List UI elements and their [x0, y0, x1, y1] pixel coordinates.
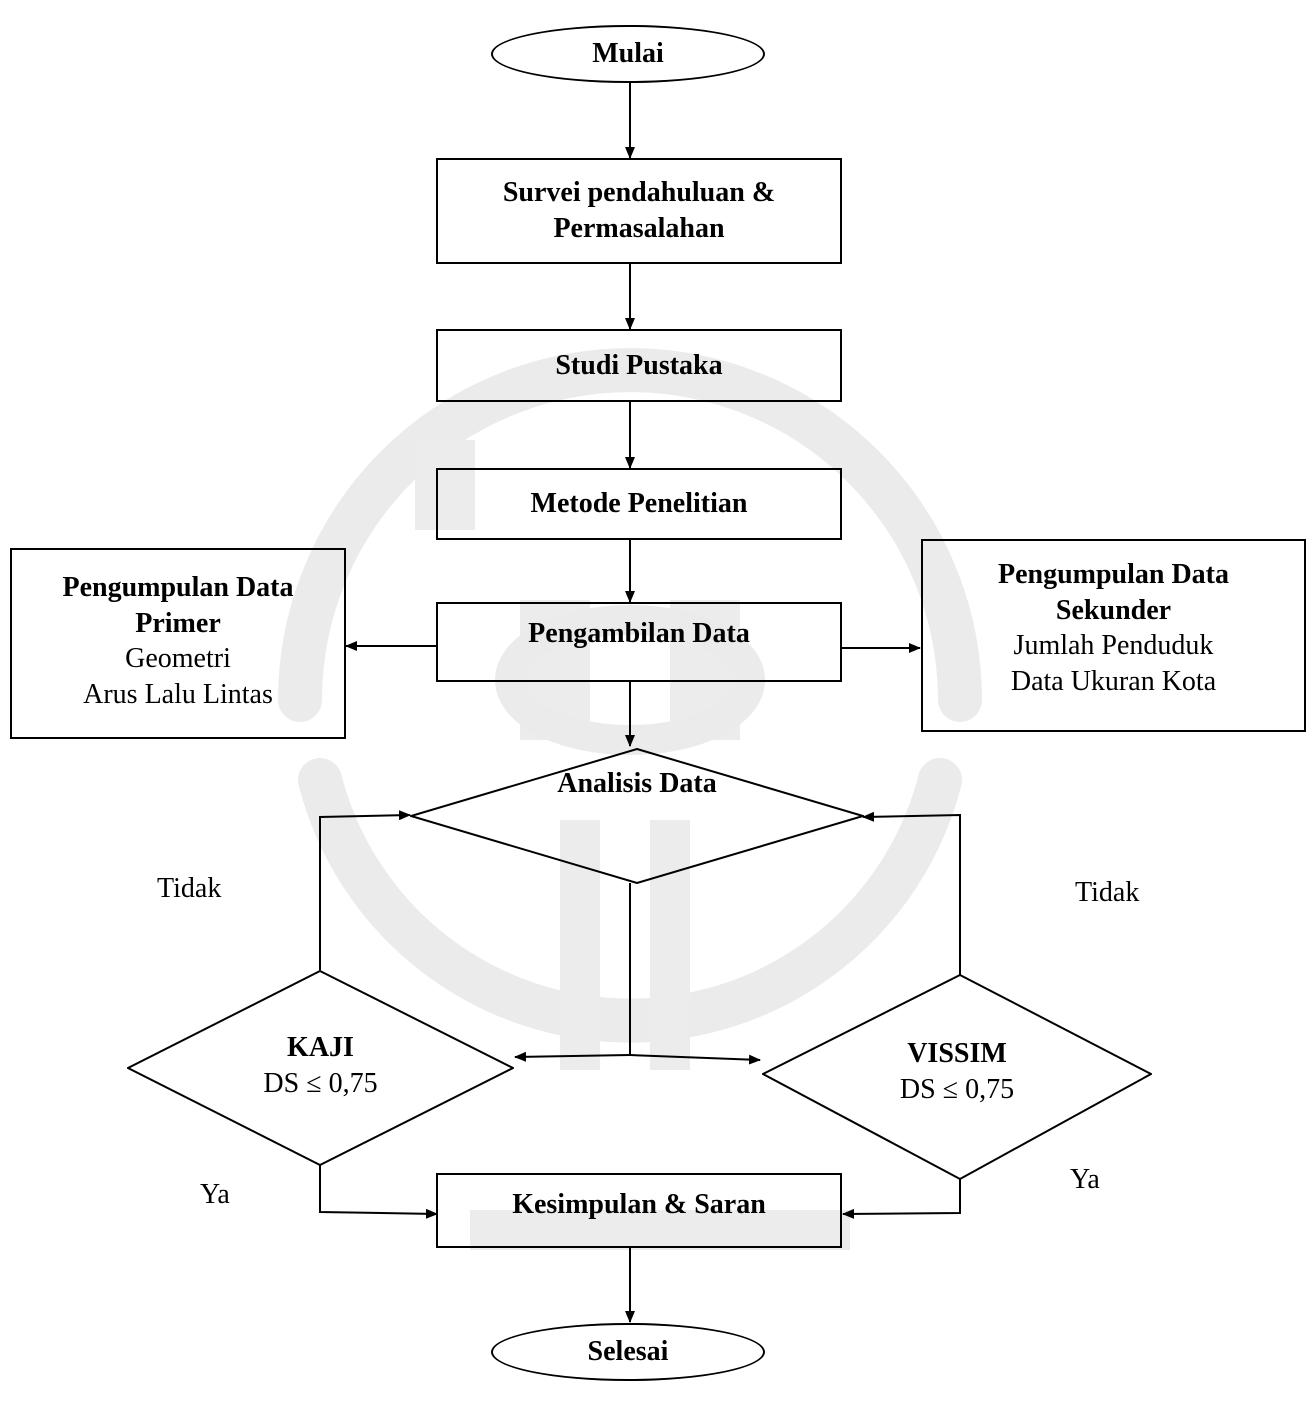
secondary-title-line1: Pengumpulan Data	[997, 559, 1230, 590]
survey-label-line2: Permasalahan	[553, 213, 725, 244]
arrow-kaji-yes-to-conclusion	[319, 1164, 438, 1219]
primary-title-line2: Primer	[135, 607, 221, 639]
vissim-diamond-shape	[762, 974, 1152, 1180]
arrow-vissim-no-to-analysis	[862, 811, 961, 975]
literature-label: Studi Pustaka	[555, 349, 723, 381]
data-collection-label: Pengambilan Data	[528, 618, 750, 649]
vissim-title: VISSIM	[907, 1038, 1007, 1069]
secondary-data-box: Pengumpulan Data Sekunder Jumlah Pendudu…	[921, 539, 1306, 732]
primary-item-traffic-flow: Arus Lalu Lintas	[83, 678, 273, 710]
secondary-item-city-size: Data Ukuran Kota	[1010, 665, 1217, 697]
conclusion-label: Kesimpulan & Saran	[512, 1189, 766, 1220]
start-label: Mulai	[592, 38, 664, 70]
arrow-to-kaji	[514, 1051, 631, 1062]
kaji-decision: KAJI DS ≤ 0,75	[127, 970, 514, 1166]
vissim-yes-label: Ya	[1070, 1164, 1100, 1195]
analysis-decision: Analisis Data	[410, 748, 864, 884]
end-label: Selesai	[587, 1336, 669, 1368]
analysis-label: Analisis Data	[557, 768, 717, 799]
analysis-text: Analisis Data	[410, 766, 864, 802]
literature-process: Studi Pustaka	[436, 329, 842, 402]
data-collection-process: Pengambilan Data	[436, 602, 842, 682]
secondary-title-line2: Sekunder	[1055, 594, 1172, 626]
arrow-to-vissim	[629, 1054, 761, 1065]
primary-item-geometry: Geometri	[125, 643, 231, 675]
conclusion-process: Kesimpulan & Saran	[436, 1173, 842, 1248]
start-terminal: Mulai	[491, 25, 765, 83]
analysis-diamond-shape	[410, 748, 864, 884]
kaji-diamond-shape	[127, 970, 514, 1166]
method-label: Metode Penelitian	[530, 488, 748, 520]
vissim-text: VISSIM DS ≤ 0,75	[762, 1036, 1152, 1107]
method-process: Metode Penelitian	[436, 468, 842, 540]
secondary-item-population: Jumlah Penduduk	[1013, 630, 1214, 662]
survey-label-line1: Survei pendahuluan &	[502, 177, 776, 209]
kaji-condition: DS ≤ 0,75	[263, 1067, 378, 1099]
end-terminal: Selesai	[491, 1323, 765, 1381]
kaji-title: KAJI	[287, 1032, 354, 1063]
arrow-vissim-yes-to-conclusion	[842, 1178, 961, 1219]
arrow-kaji-no-to-analysis	[319, 810, 411, 970]
kaji-text: KAJI DS ≤ 0,75	[127, 1030, 514, 1101]
vissim-decision: VISSIM DS ≤ 0,75	[762, 974, 1152, 1180]
primary-data-box: Pengumpulan Data Primer Geometri Arus La…	[10, 548, 346, 739]
kaji-yes-label: Ya	[200, 1179, 230, 1210]
kaji-no-label: Tidak	[157, 873, 222, 904]
vissim-condition: DS ≤ 0,75	[899, 1073, 1015, 1105]
primary-title-line1: Pengumpulan Data	[62, 572, 294, 603]
vissim-no-label: Tidak	[1075, 877, 1140, 908]
survey-process: Survei pendahuluan & Permasalahan	[436, 158, 842, 264]
